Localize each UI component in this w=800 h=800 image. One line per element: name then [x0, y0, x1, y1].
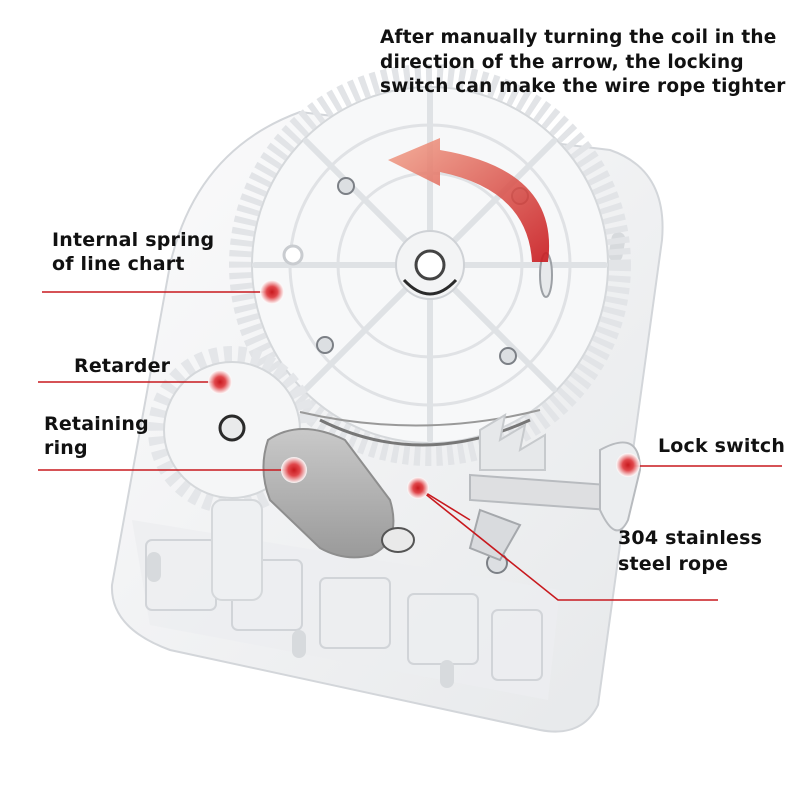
- hotspot-steel-rope: [407, 477, 429, 499]
- mount-slot-left: [147, 552, 161, 582]
- hotspot-markers: [208, 280, 640, 499]
- hotspot-lock-switch: [616, 453, 640, 477]
- hotspot-internal-spring: [260, 280, 284, 304]
- rotation-arrow: [388, 138, 550, 262]
- leader-lines: [38, 291, 782, 601]
- internal-spring-label: Internal spring of line chart: [52, 229, 215, 276]
- retarder-label: Retarder: [74, 355, 171, 377]
- hotspot-retaining-ring: [281, 457, 307, 483]
- hotspot-retarder: [208, 370, 232, 394]
- lower-gear: [211, 499, 263, 601]
- arrow-instruction-label: After manually turning the coil in the d…: [380, 27, 786, 98]
- steel-rope-label: 304 stainless steel rope: [618, 527, 763, 575]
- retaining-ring-label: Retaining ring: [44, 413, 149, 460]
- lock-switch-label: Lock switch: [658, 435, 786, 457]
- ratchet: [479, 412, 546, 471]
- spring-post: [282, 244, 304, 266]
